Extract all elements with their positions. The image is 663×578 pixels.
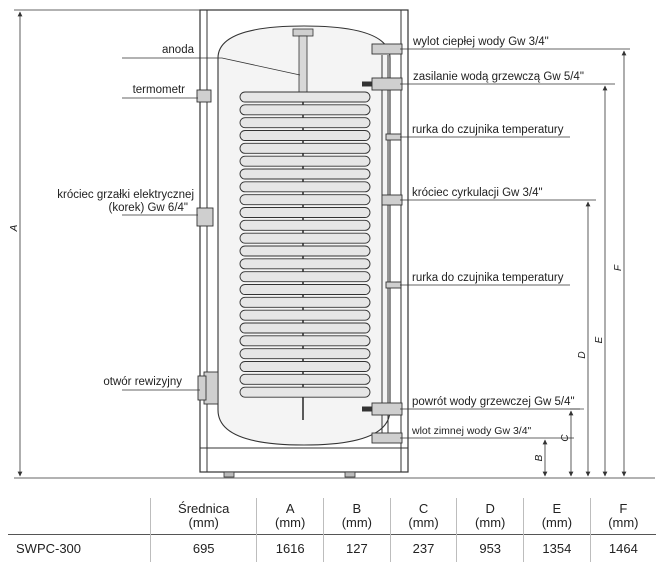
coil-turn — [239, 296, 371, 308]
coil-turn — [239, 181, 371, 193]
coil-turn — [239, 104, 371, 116]
header-model — [8, 498, 151, 535]
header-A: A(mm) — [256, 498, 324, 535]
header-unit: (mm) — [341, 515, 373, 530]
header-label: B — [352, 501, 362, 516]
label-hot-water-outlet: wylot ciepłej wody Gw 3/4" — [412, 36, 549, 48]
spec-table: Średnica(mm) A(mm) B(mm) C(mm) D(mm) E(m… — [8, 498, 656, 562]
cell-F: 1464 — [589, 534, 656, 562]
cell-B: 127 — [323, 534, 391, 562]
fittings — [371, 43, 403, 444]
label-sensor-tube-top: rurka do czujnika temperatury — [412, 124, 564, 136]
label-heating-supply: zasilanie wodą grzewczą Gw 5/4" — [413, 71, 584, 83]
dimension-arrows — [17, 11, 627, 477]
coil-turn — [239, 155, 371, 167]
heating-supply-fitting — [371, 77, 403, 91]
header-C: C(mm) — [389, 498, 457, 535]
inspection-cover — [197, 375, 207, 401]
heating-coil — [239, 81, 374, 412]
coil-turn — [239, 309, 371, 321]
dim-label-D: D — [577, 351, 588, 358]
cell-A: 1616 — [256, 534, 324, 562]
coil-turn — [239, 386, 371, 398]
coil-turn — [239, 219, 371, 231]
header-B: B(mm) — [323, 498, 391, 535]
sensor-port-bottom — [385, 281, 402, 289]
header-F: F(mm) — [589, 498, 656, 535]
dim-label-A: A — [9, 224, 20, 232]
cell-C: 237 — [389, 534, 457, 562]
thermometer-port — [196, 89, 212, 103]
dimension-labels: A B C D E F — [9, 224, 624, 461]
coil-turn — [239, 130, 371, 141]
coil-turn — [239, 361, 371, 372]
coil-turn — [239, 207, 371, 218]
heating-return-fitting — [371, 402, 403, 416]
feet — [223, 471, 356, 478]
header-label: C — [418, 501, 429, 516]
water-heater-diagram: A B C D E F anoda termometr króciec grza… — [9, 9, 655, 479]
coil-turn — [239, 271, 371, 283]
dim-label-F: F — [613, 264, 624, 271]
circulation-fitting — [381, 194, 403, 206]
heater-port — [196, 207, 214, 227]
coil-turn — [239, 335, 371, 347]
hot-water-outlet-fitting — [371, 43, 403, 55]
header-diameter: Średnica(mm) — [150, 498, 257, 535]
label-anode: anoda — [162, 44, 195, 56]
coil-turn — [239, 91, 371, 103]
header-label: E — [552, 501, 562, 516]
spec-table-header: Średnica(mm) A(mm) B(mm) C(mm) D(mm) E(m… — [8, 498, 656, 535]
coil-turn — [239, 373, 371, 385]
coil-turn — [239, 245, 371, 257]
coil-turn — [239, 117, 371, 129]
extension-lines — [14, 9, 655, 479]
label-inspection-hole: otwór rewizyjny — [103, 376, 182, 388]
cell-diameter: 695 — [150, 534, 257, 562]
header-unit: (mm) — [408, 515, 439, 530]
header-label: F — [619, 501, 628, 516]
header-label: Średnica — [178, 501, 230, 516]
coil-turn — [239, 168, 371, 180]
header-D: D(mm) — [456, 498, 524, 535]
sensor-tube — [381, 55, 389, 435]
left-fittings — [196, 89, 219, 405]
header-label: A — [285, 501, 295, 516]
dim-label-E: E — [594, 336, 605, 343]
coil-turn — [239, 142, 371, 154]
cell-E: 1354 — [523, 534, 591, 562]
label-sensor-tube-bottom: rurka do czujnika temperatury — [412, 272, 564, 284]
header-unit: (mm) — [275, 515, 306, 530]
header-unit: (mm) — [475, 515, 506, 530]
label-thermometer: termometr — [133, 84, 186, 96]
label-heating-return: powrót wody grzewczej Gw 5/4" — [412, 396, 575, 408]
label-cold-water-inlet: wlot zimnej wody Gw 3/4" — [411, 425, 532, 437]
cold-water-inlet-fitting — [371, 432, 403, 444]
coil-turn — [239, 284, 371, 295]
label-circulation: króciec cyrkulacji Gw 3/4" — [412, 187, 543, 199]
coil-turn — [239, 194, 371, 206]
cell-D: 953 — [456, 534, 524, 562]
header-unit: (mm) — [188, 515, 219, 530]
dim-label-C: C — [560, 434, 571, 442]
label-heater-connector-2: (korek) Gw 6/4" — [109, 202, 189, 214]
dim-label-B: B — [534, 454, 545, 461]
table-row: SWPC-300 695 1616 127 237 953 1354 1464 — [8, 534, 656, 562]
coil-turn — [239, 348, 371, 360]
header-label: D — [485, 501, 495, 516]
header-unit: (mm) — [541, 515, 573, 530]
coil-turn — [239, 258, 371, 270]
coil-turn — [239, 232, 371, 244]
header-E: E(mm) — [523, 498, 591, 535]
label-heater-connector: króciec grzałki elektrycznej — [57, 189, 194, 201]
left-labels: anoda termometr króciec grzałki elektryc… — [57, 44, 194, 388]
leader-lines — [122, 48, 590, 439]
coil-turn — [239, 322, 371, 334]
right-labels: wylot ciepłej wody Gw 3/4" zasilanie wod… — [411, 36, 584, 437]
header-unit: (mm) — [608, 515, 639, 530]
sensor-port-top — [385, 133, 402, 141]
cell-model: SWPC-300 — [8, 534, 151, 562]
